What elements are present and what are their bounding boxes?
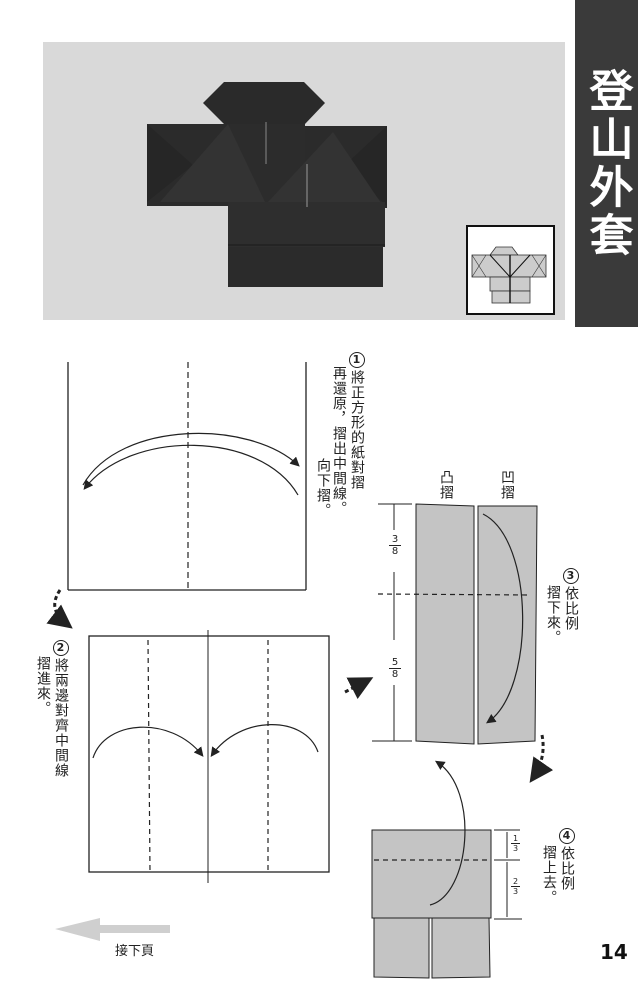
step3-diagram	[372, 503, 538, 745]
photo-panel	[43, 42, 565, 320]
step2-text-col2: 摺進來。	[35, 656, 51, 716]
jacket-photo	[147, 82, 387, 287]
finished-jacket-inset	[466, 225, 555, 315]
fraction-3-8: 3 8	[389, 534, 401, 557]
step4-text-col2: 摺上去。	[541, 845, 557, 905]
title-band: 登山外套	[575, 0, 638, 327]
mountain-fold-label: 凸摺	[438, 470, 454, 500]
page-number: 14	[600, 940, 628, 964]
jacket-diagram-icon	[471, 246, 547, 304]
fraction-1-3: 1 3	[511, 834, 520, 853]
step2-diagram	[88, 630, 330, 883]
fraction-2-3: 2 3	[511, 877, 520, 896]
step3-text: 3依比例	[563, 568, 579, 631]
valley-fold-label: 凹摺	[499, 470, 515, 500]
step1-diagram	[67, 362, 307, 591]
step3-text-col2: 摺下來。	[545, 585, 561, 645]
step4-diagram	[371, 760, 522, 979]
page-title: 登山外套	[581, 67, 633, 260]
step1-text: 1將正方形的紙對摺	[349, 352, 365, 490]
step1-text-col2: 再還原，摺出中間線。	[331, 366, 347, 516]
next-page-label[interactable]: 接下頁	[115, 944, 155, 959]
next-page-arrow	[55, 918, 170, 941]
step2-text: 2將兩邊對齊中間線	[53, 640, 69, 778]
step4-text: 4依比例	[559, 828, 575, 891]
step1-side-note: 向下摺。	[315, 458, 331, 518]
fraction-5-8: 5 8	[389, 657, 401, 680]
